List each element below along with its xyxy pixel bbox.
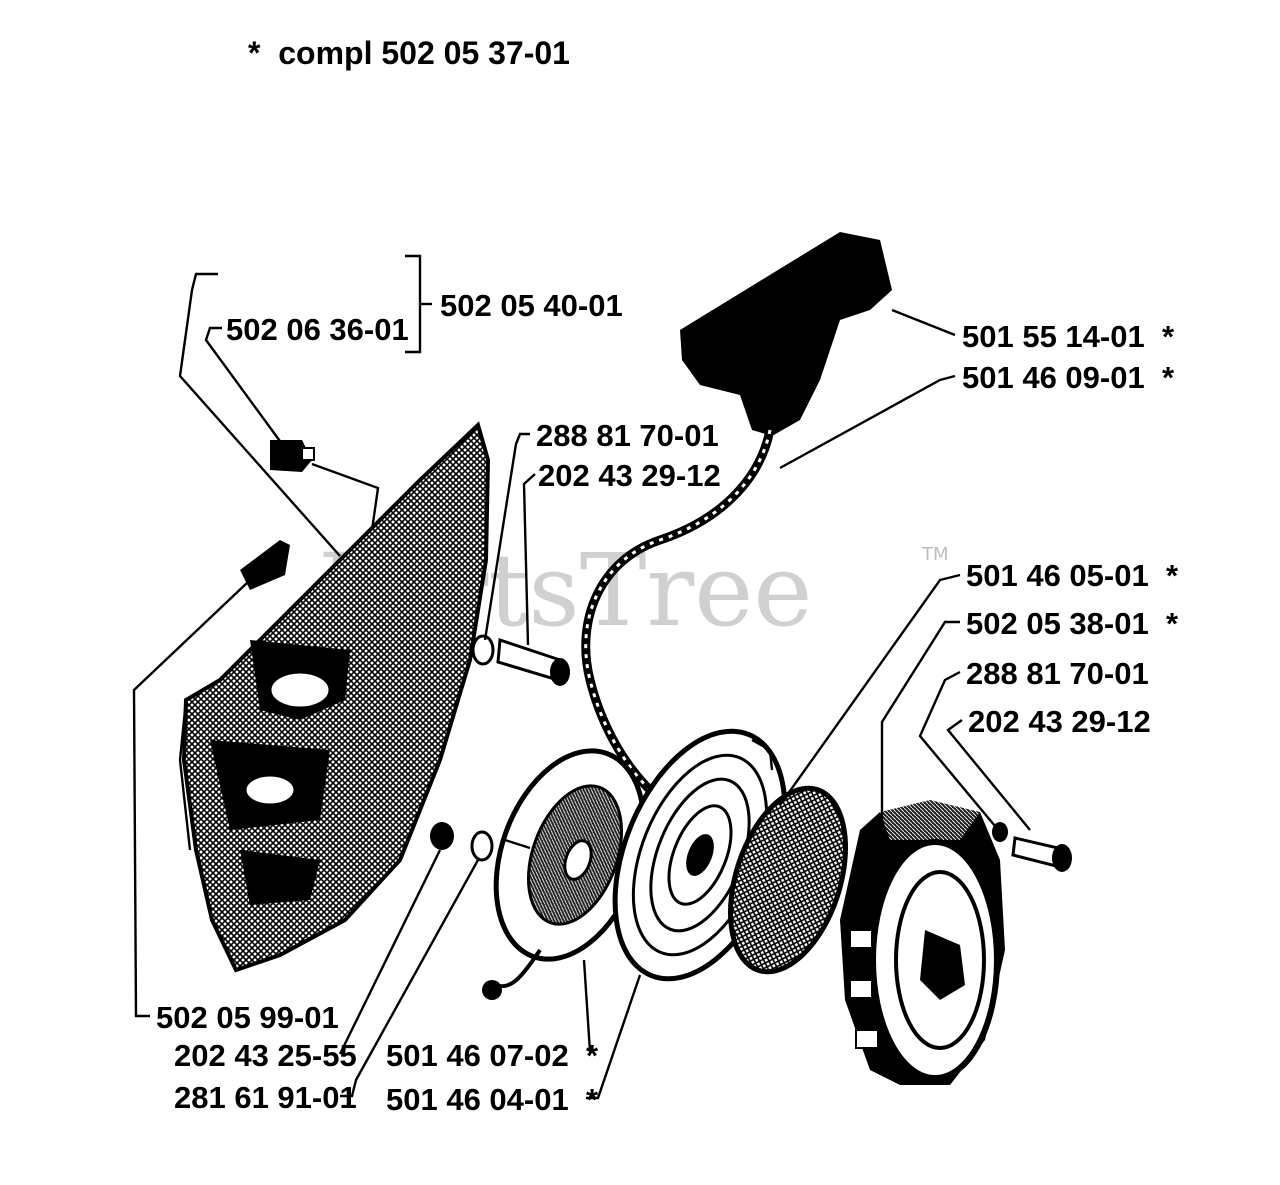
bolt-right-part [992,822,1072,872]
watermark-tm: TM [921,544,949,565]
label-202-43-29-12-upper: 202 43 29-12 [538,458,721,493]
cap-nut-part [270,440,315,472]
label-501-46-09-01: 501 46 09-01 * [962,360,1175,395]
fan-housing [840,800,1005,1085]
assembly-note: * compl 502 05 37-01 [248,35,570,71]
label-202-43-25-55: 202 43 25-55 [174,1038,357,1073]
label-502-06-36-01: 502 06 36-01 [226,312,409,347]
label-502-05-38-01: 502 05 38-01 * [966,606,1179,641]
label-288-81-70-01-upper: 288 81 70-01 [536,418,719,453]
label-501-55-14-01: 501 55 14-01 * [962,319,1175,354]
label-288-81-70-01-right: 288 81 70-01 [966,656,1149,691]
label-502-05-99-01: 502 05 99-01 [156,1000,339,1035]
label-501-46-07-02: 501 46 07-02 * [386,1038,599,1073]
label-502-05-40-01: 502 05 40-01 [440,288,623,323]
screw-lower-parts [430,822,494,862]
label-501-46-05-01: 501 46 05-01 * [966,558,1179,593]
starter-handle [680,232,892,436]
label-281-61-91-01: 281 61 91-01 [174,1080,357,1115]
block-part [240,540,290,590]
starter-housing [178,421,491,973]
bolt-upper-part [471,634,570,686]
rope-pulley [482,748,647,1000]
filter-disc [727,785,849,975]
label-202-43-29-12-right: 202 43 29-12 [968,704,1151,739]
label-501-46-04-01: 501 46 04-01 * [386,1082,599,1117]
leader-lines [132,254,1031,1100]
part-labels: 502 05 40-01 502 06 36-01 501 55 14-01 *… [156,288,1179,1117]
